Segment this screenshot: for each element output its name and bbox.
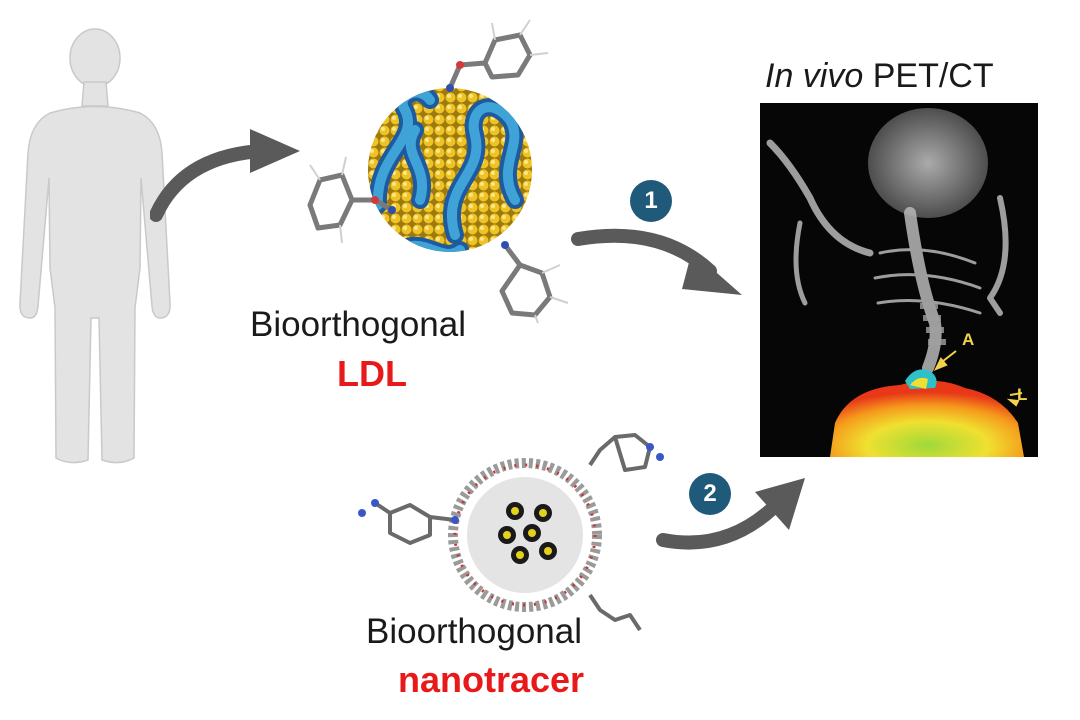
curved-arrow-icon bbox=[571, 228, 742, 295]
pet-ct-scan-image bbox=[760, 103, 1038, 457]
curved-arrow-icon bbox=[656, 478, 805, 550]
nanotracer-particle-icon bbox=[358, 433, 664, 632]
ldl-label-line1: Bioorthogonal bbox=[250, 305, 466, 344]
nanotracer-label-line1: Bioorthogonal bbox=[366, 612, 582, 651]
human-silhouette-icon bbox=[19, 28, 171, 464]
step-badge-2: 2 bbox=[689, 473, 731, 515]
ldl-particle-icon bbox=[307, 19, 569, 324]
title-pet-ct: PET/CT bbox=[872, 57, 994, 95]
ldl-label-line2: LDL bbox=[337, 353, 407, 394]
pet-ct-title: In vivo PET/CT bbox=[765, 57, 994, 96]
pet-marker-a: A bbox=[962, 330, 975, 349]
pet-marker-l: L bbox=[1017, 385, 1028, 404]
title-in-vivo: In vivo bbox=[765, 57, 864, 95]
step-badge-1: 1 bbox=[630, 180, 672, 222]
curved-arrow-icon bbox=[150, 129, 300, 222]
nanotracer-label-line2: nanotracer bbox=[398, 659, 585, 700]
